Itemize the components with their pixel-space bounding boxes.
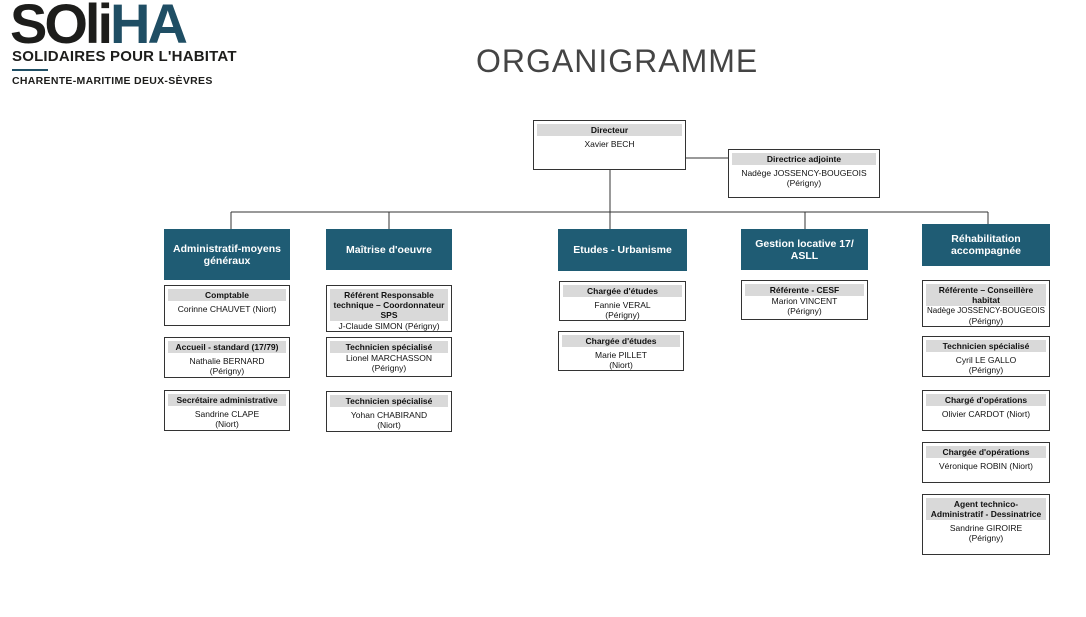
staff-place: (Périgny) xyxy=(209,366,245,376)
staff-technicien-le-gallo: Technicien spécialisé Cyril LE GALLO (Pé… xyxy=(922,336,1050,377)
staff-place: (Périgny) xyxy=(371,363,407,373)
staff-conseillere-habitat: Référente – Conseillère habitat Nadège J… xyxy=(922,280,1050,327)
director-box: Directeur Xavier BECH xyxy=(533,120,686,170)
staff-accueil: Accueil - standard (17/79) Nathalie BERN… xyxy=(164,337,290,378)
staff-role: Référente - CESF xyxy=(745,284,864,296)
logo-region: CHARENTE-MARITIME DEUX-SÈVRES xyxy=(12,75,213,87)
staff-chargee-operations-robin: Chargée d'opérations Véronique ROBIN (Ni… xyxy=(922,442,1050,483)
staff-role: Accueil - standard (17/79) xyxy=(168,341,286,353)
staff-name: Véronique ROBIN (Niort) xyxy=(938,461,1033,471)
staff-role: Secrétaire administrative xyxy=(168,394,286,406)
page-title: ORGANIGRAMME xyxy=(476,43,759,80)
staff-name: Sandrine CLAPE xyxy=(194,409,260,419)
staff-place: (Périgny) xyxy=(968,365,1004,375)
dept-administratif: Administratif-moyens généraux xyxy=(164,229,290,280)
logo-wordmark: SOliHA xyxy=(10,0,188,55)
staff-role: Agent technico-Administratif - Dessinatr… xyxy=(926,498,1046,520)
staff-role: Technicien spécialisé xyxy=(330,395,448,407)
staff-place: (Niort) xyxy=(609,360,633,370)
staff-name: Lionel MARCHASSON xyxy=(346,353,432,363)
staff-place: (Périgny) xyxy=(787,306,822,316)
staff-agent-dessinatrice: Agent technico-Administratif - Dessinatr… xyxy=(922,494,1050,555)
dept-maitrise-oeuvre: Maîtrise d'oeuvre xyxy=(326,229,452,270)
staff-role: Technicien spécialisé xyxy=(330,341,448,353)
staff-name: Marie PILLET xyxy=(595,350,647,360)
staff-name: Cyril LE GALLO xyxy=(955,355,1017,365)
staff-role: Chargée d'études xyxy=(563,285,682,297)
staff-role: Référent Responsable technique – Coordon… xyxy=(330,289,448,321)
staff-role: Chargée d'études xyxy=(562,335,680,347)
staff-name: Olivier CARDOT (Niort) xyxy=(941,409,1031,419)
staff-name: Nathalie BERNARD xyxy=(189,356,265,366)
staff-name: Nadège JOSSENCY-BOUGEOIS xyxy=(927,306,1045,315)
staff-name: Yohan CHABIRAND xyxy=(350,410,428,420)
staff-etudes-veral: Chargée d'études Fannie VERAL (Périgny) xyxy=(559,281,686,321)
adjointe-box: Directrice adjointe Nadège JOSSENCY-BOUG… xyxy=(728,149,880,198)
staff-role: Comptable xyxy=(168,289,286,301)
staff-role: Chargée d'opérations xyxy=(926,446,1046,458)
staff-name: Corinne CHAUVET (Niort) xyxy=(177,304,277,314)
director-name: Xavier BECH xyxy=(584,139,635,149)
adjointe-name: Nadège JOSSENCY-BOUGEOIS xyxy=(741,168,867,178)
staff-name: Sandrine GIROIRE xyxy=(949,523,1023,533)
staff-etudes-pillet: Chargée d'études Marie PILLET (Niort) xyxy=(558,331,684,371)
dept-gestion-locative: Gestion locative 17/ ASLL xyxy=(741,229,868,270)
staff-role: Référente – Conseillère habitat xyxy=(926,284,1046,306)
dept-rehabilitation: Réhabilitation accompagnée xyxy=(922,224,1050,266)
dept-etudes-urbanisme: Etudes - Urbanisme xyxy=(558,229,687,271)
staff-name: J-Claude SIMON (Périgny) xyxy=(338,321,440,331)
logo-tagline: SOLIDAIRES POUR L'HABITAT xyxy=(12,48,237,65)
logo-divider xyxy=(12,69,48,71)
staff-role: Chargé d'opérations xyxy=(926,394,1046,406)
soliha-logo: SOliHA SOLIDAIRES POUR L'HABITAT CHARENT… xyxy=(10,0,240,92)
staff-comptable: Comptable Corinne CHAUVET (Niort) xyxy=(164,285,290,326)
staff-referent-technique: Référent Responsable technique – Coordon… xyxy=(326,285,452,332)
staff-name: Marion VINCENT xyxy=(771,296,838,306)
staff-place: (Niort) xyxy=(215,419,239,429)
staff-place: (Périgny) xyxy=(968,316,1004,326)
staff-place: (Périgny) xyxy=(968,533,1004,543)
staff-charge-operations-cardot: Chargé d'opérations Olivier CARDOT (Nior… xyxy=(922,390,1050,431)
staff-technicien-marchasson: Technicien spécialisé Lionel MARCHASSON … xyxy=(326,337,452,377)
director-role: Directeur xyxy=(537,124,682,136)
staff-place: (Périgny) xyxy=(605,310,640,320)
adjointe-role: Directrice adjointe xyxy=(732,153,876,165)
staff-cesf-vincent: Référente - CESF Marion VINCENT (Périgny… xyxy=(741,280,868,320)
adjointe-place: (Périgny) xyxy=(786,178,822,188)
staff-technicien-chabirand: Technicien spécialisé Yohan CHABIRAND (N… xyxy=(326,391,452,432)
staff-secretaire: Secrétaire administrative Sandrine CLAPE… xyxy=(164,390,290,431)
staff-place: (Niort) xyxy=(377,420,401,430)
staff-name: Fannie VERAL xyxy=(594,300,651,310)
staff-role: Technicien spécialisé xyxy=(926,340,1046,352)
